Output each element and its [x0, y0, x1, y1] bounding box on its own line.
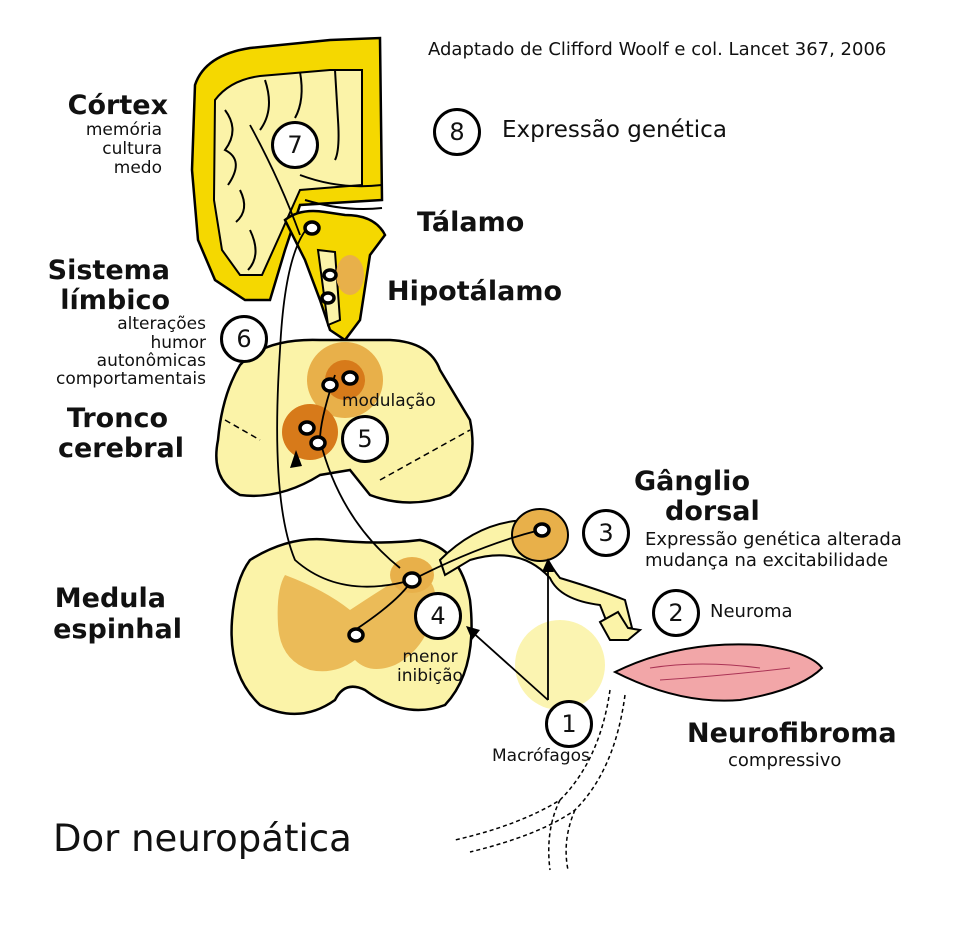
- cortex-line-2: cultura: [102, 139, 162, 159]
- limbico-title-2: límbico: [60, 285, 170, 316]
- ganglio-title-2: dorsal: [665, 496, 760, 527]
- tronco-title-2: cerebral: [57, 433, 184, 464]
- marker-4: 4: [414, 592, 462, 640]
- neuron-dots: [298, 220, 551, 643]
- talamo-label: Tálamo: [417, 207, 525, 238]
- marker-6: 6: [220, 315, 268, 363]
- tronco-title-1: Tronco: [66, 403, 168, 434]
- brainstem-drawing: [215, 338, 474, 504]
- medula-note-2: inibição: [397, 666, 463, 686]
- legend-text: Expressão genética: [502, 117, 727, 143]
- arrowheads: [290, 450, 554, 640]
- cortex-title: Córtex: [67, 90, 168, 121]
- marker-3: 3: [582, 509, 630, 557]
- hipotalamo-label: Hipotálamo: [387, 276, 563, 307]
- cortex-line-1: memória: [85, 120, 162, 140]
- medula-title-1: Medula: [54, 583, 166, 614]
- macrofagos-label: Macrófagos: [492, 746, 590, 766]
- marker-7: 7: [271, 121, 319, 169]
- ganglio-line-2: mudança na excitabilidade: [645, 550, 889, 571]
- neurofibroma-title: Neurofibroma: [687, 718, 897, 749]
- pathway-lines: [249, 124, 549, 701]
- peripheral-nerve-drawing: [454, 689, 626, 871]
- limbico-title-1: Sistema: [47, 255, 170, 286]
- citation: Adaptado de Clifford Woolf e col. Lancet…: [428, 39, 887, 60]
- neurofibroma-drawing: [612, 643, 824, 702]
- tronco-note: modulação: [342, 391, 436, 411]
- limbico-line-4: comportamentais: [55, 369, 206, 389]
- marker-1: 1: [545, 700, 593, 748]
- legend-number-8: 8: [433, 108, 481, 156]
- medula-note-1: menor: [402, 647, 458, 667]
- marker-2: 2: [652, 589, 700, 637]
- nerve-drawing: [438, 508, 643, 710]
- diagram-title: Dor neuropática: [53, 817, 352, 860]
- limbico-line-2: humor: [150, 333, 207, 353]
- medula-title-2: espinhal: [53, 614, 182, 645]
- ganglio-line-1: Expressão genética alterada: [645, 529, 902, 550]
- limbico-line-3: autonômicas: [96, 351, 206, 371]
- cortex-line-3: medo: [113, 158, 162, 178]
- neurofibroma-sub: compressivo: [728, 750, 842, 771]
- ganglio-title-1: Gânglio: [634, 466, 750, 497]
- cortex-drawing: [190, 36, 384, 302]
- marker-5: 5: [341, 415, 389, 463]
- limbico-line-1: alterações: [117, 314, 206, 334]
- neuroma-label: Neuroma: [710, 601, 793, 622]
